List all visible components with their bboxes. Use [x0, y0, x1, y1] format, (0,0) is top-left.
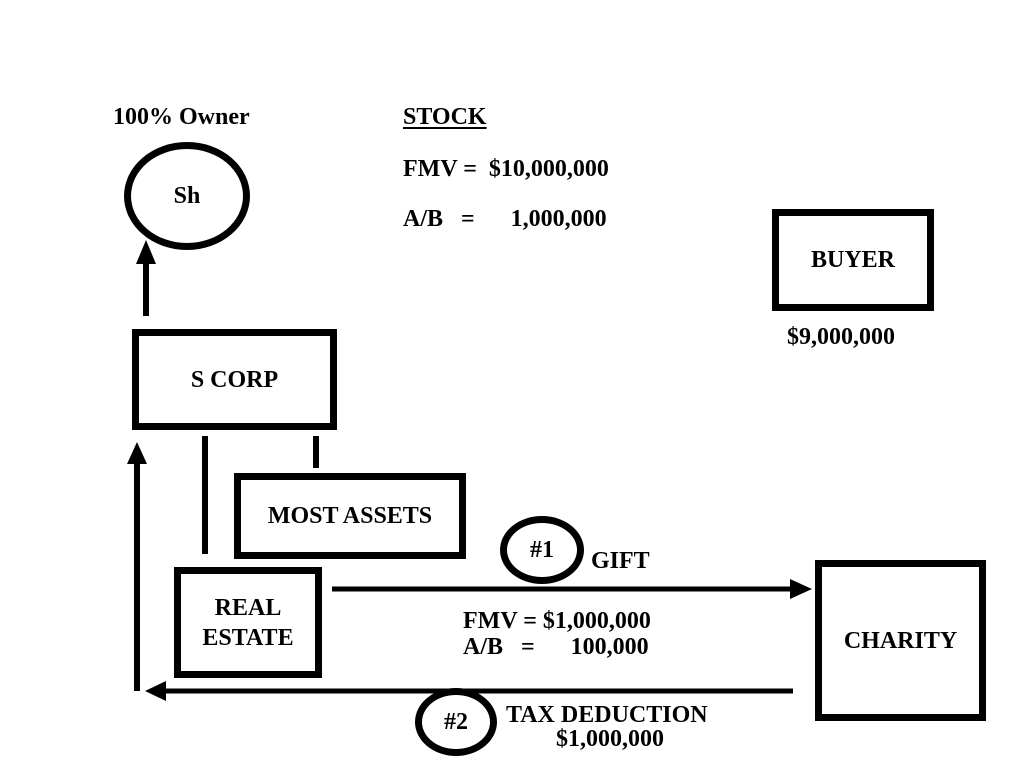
shareholder-circle: Sh: [124, 142, 250, 250]
scorp-box: S CORP: [132, 329, 337, 430]
real-estate-box: REAL ESTATE: [174, 567, 322, 678]
most-assets-label: MOST ASSETS: [267, 503, 433, 529]
stock-heading: STOCK: [403, 104, 487, 130]
owner-label: 100% Owner: [113, 104, 250, 130]
buyer-label: BUYER: [810, 247, 895, 273]
deduction-arrowhead: [145, 681, 166, 701]
deduction-amount: $1,000,000: [556, 726, 664, 752]
scorp-to-owner-arrowhead: [136, 240, 156, 264]
step-1-circle: #1: [500, 516, 584, 584]
most-assets-box: MOST ASSETS: [234, 473, 466, 559]
scorp-most-assets-line: [313, 436, 319, 468]
gift-label: GIFT: [591, 548, 650, 574]
deduction-label: TAX DEDUCTION: [506, 702, 708, 728]
buyer-box: BUYER: [772, 209, 934, 311]
charity-label: CHARITY: [843, 627, 958, 654]
deduction-return-arrowhead: [127, 442, 147, 464]
scorp-real-estate-line: [202, 436, 208, 554]
stock-ab: A/B = 1,000,000: [403, 206, 607, 232]
step-2-label: #2: [444, 709, 468, 735]
charity-box: CHARITY: [815, 560, 986, 721]
step-2-circle: #2: [415, 688, 497, 756]
real-estate-label: REAL ESTATE: [202, 594, 294, 651]
scorp-label: S CORP: [190, 366, 279, 393]
step-1-label: #1: [530, 537, 554, 563]
gift-fmv: FMV = $1,000,000: [463, 608, 651, 634]
stock-fmv: FMV = $10,000,000: [403, 156, 609, 182]
buyer-amount: $9,000,000: [787, 324, 895, 350]
gift-ab: A/B = 100,000: [463, 634, 649, 660]
shareholder-label: Sh: [173, 183, 201, 209]
gift-arrowhead: [790, 579, 812, 599]
